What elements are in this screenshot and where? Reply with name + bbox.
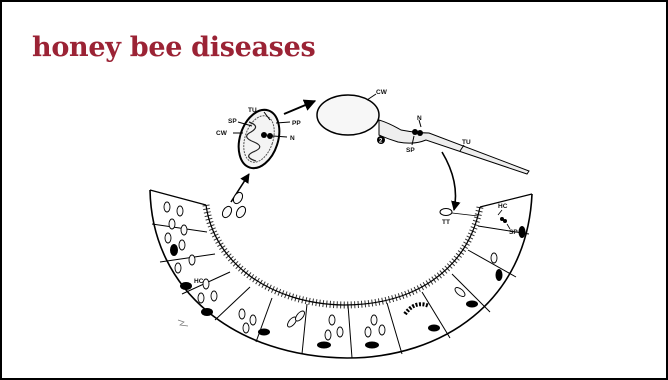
gut-epithelium: TT HC SP HC (150, 190, 532, 358)
label-cw: CW (216, 130, 228, 137)
label-pp: PP (292, 120, 301, 127)
label-tu: TU (248, 107, 257, 114)
label-hc-right: HC (498, 203, 508, 210)
germinating-spore-illustration: 2 CW N SP TU (317, 89, 529, 174)
lumen-spores (221, 191, 248, 219)
label-sp: SP (228, 118, 237, 125)
label-tt: TT (442, 219, 450, 226)
arrow-to-germination (284, 101, 315, 114)
sketch-marks (178, 320, 188, 326)
arrow-to-infection (442, 152, 456, 210)
spore-illustration: TU SP PP CW N (216, 105, 301, 174)
label-tu-germ: TU (462, 139, 471, 146)
label-cw-germ: CW (376, 89, 388, 96)
label-n: N (290, 135, 295, 142)
label-n-germ: N (417, 115, 422, 122)
label-sp-germ: SP (406, 147, 415, 154)
label-hc-left: HC (194, 278, 204, 285)
label-sp-right: SP (509, 229, 518, 236)
